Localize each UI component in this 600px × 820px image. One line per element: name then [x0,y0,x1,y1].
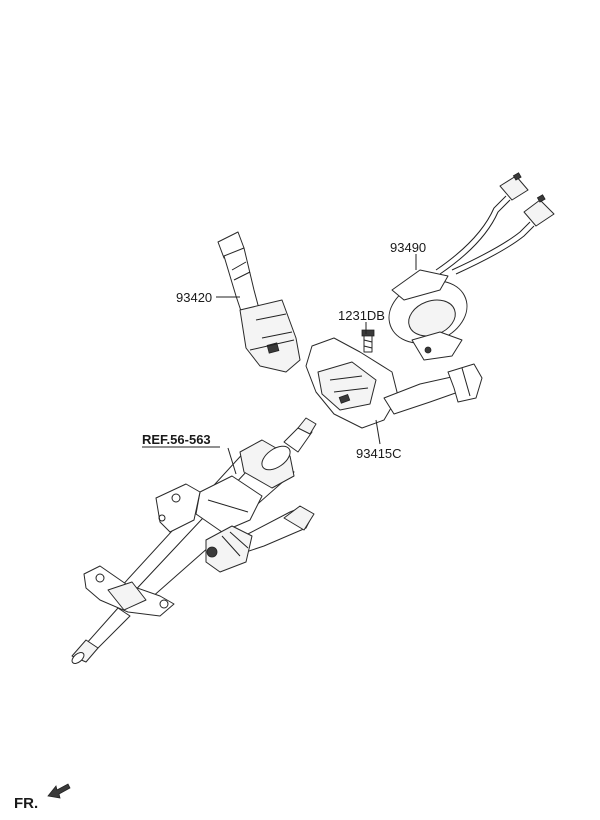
steering-column-assembly [71,417,317,664]
clock-spring [388,172,555,361]
front-label: FR. [14,795,38,812]
front-marker: FR. [14,783,71,812]
label-93490: 93490 [390,240,426,255]
bolt [361,329,375,353]
combination-switch-left [217,231,301,373]
label-1231db: 1231DB [338,308,385,323]
switch-body [305,337,483,429]
label-93415c: 93415C [356,446,402,461]
label-reference: REF.56-563 [142,432,211,447]
leader-lines [216,254,417,475]
front-arrow-icon [47,783,71,799]
label-93420: 93420 [176,290,212,305]
